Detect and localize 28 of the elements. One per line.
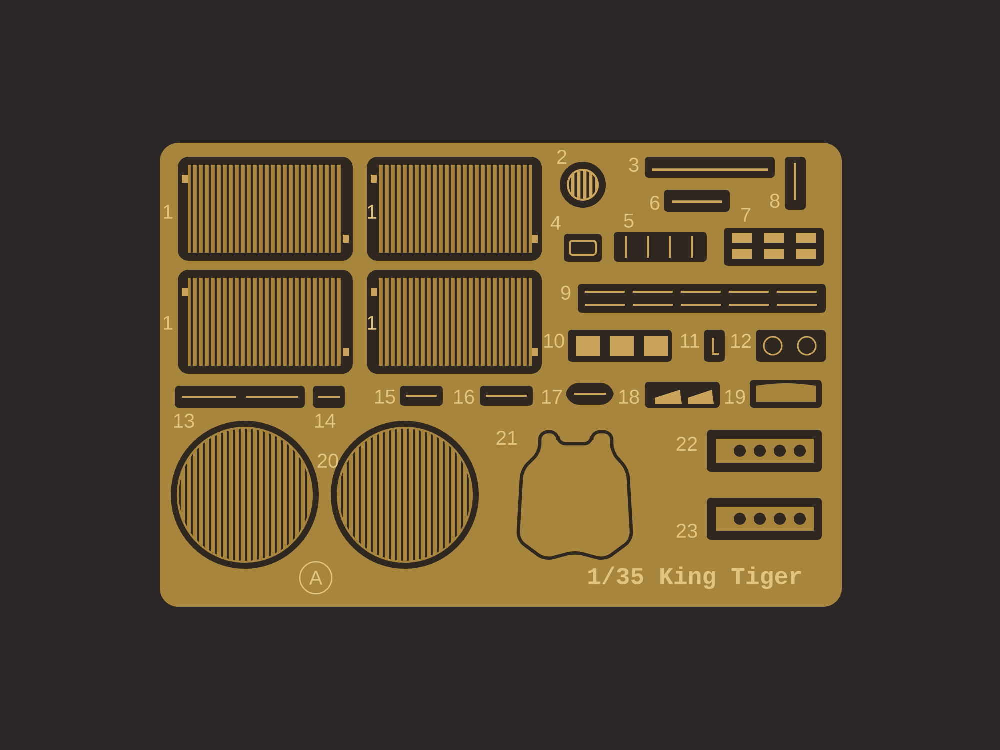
callout-number: 12 bbox=[731, 334, 752, 348]
callout-number: 16 bbox=[454, 390, 474, 404]
callout-number: 9 bbox=[561, 286, 571, 300]
callout-number: 1 bbox=[164, 316, 173, 330]
callout-number: 20 bbox=[318, 454, 338, 468]
callout-number: 18 bbox=[619, 390, 640, 404]
callout-number: 2 bbox=[557, 150, 567, 164]
callout-number: 22 bbox=[676, 437, 698, 451]
callout-number: 1 bbox=[164, 205, 173, 219]
callout-number: 17 bbox=[542, 390, 562, 404]
callout-number: 4 bbox=[550, 216, 561, 230]
callout-letter: A bbox=[299, 561, 333, 595]
callout-number: 19 bbox=[725, 390, 746, 404]
callout-number: 5 bbox=[624, 214, 634, 228]
callout-number: 1 bbox=[368, 205, 377, 219]
callout-number: 10 bbox=[544, 334, 564, 348]
callout-number: 13 bbox=[174, 414, 194, 428]
callout-number: 11 bbox=[681, 334, 700, 348]
callout-number: 6 bbox=[650, 196, 660, 210]
callout-number: 23 bbox=[676, 524, 698, 538]
callout-number: 8 bbox=[770, 194, 780, 208]
callout-number: 21 bbox=[496, 431, 518, 445]
callout-number: 7 bbox=[741, 208, 751, 222]
callout-number: 14 bbox=[315, 414, 336, 428]
callout-number: 1 bbox=[368, 316, 377, 330]
callout-number: 3 bbox=[629, 158, 639, 172]
callout-number: 15 bbox=[375, 390, 396, 404]
fret-inscription: 1/35 King Tiger bbox=[588, 566, 802, 590]
